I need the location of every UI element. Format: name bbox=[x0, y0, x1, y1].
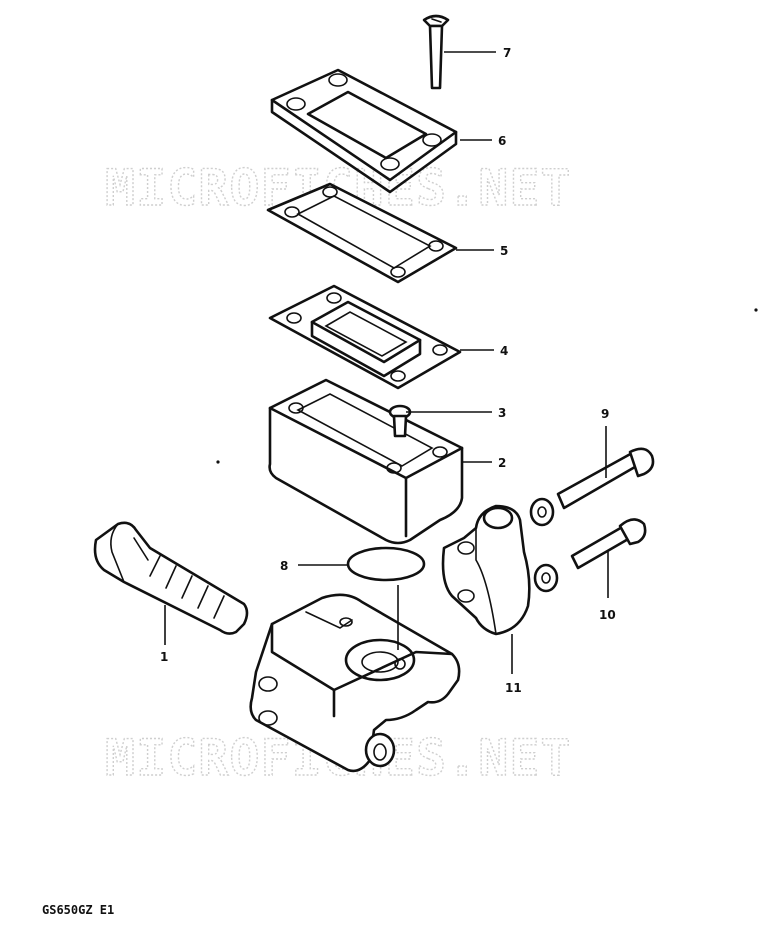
part-1-push-rod bbox=[93, 521, 249, 635]
part-6-cap-plate bbox=[270, 68, 458, 194]
stray-dot-2 bbox=[754, 308, 758, 312]
part-9-bolt bbox=[529, 447, 655, 527]
part-3-plug bbox=[388, 404, 412, 438]
part-2-reservoir bbox=[268, 378, 464, 545]
callout-11: 11 bbox=[505, 681, 522, 695]
callout-8: 8 bbox=[280, 559, 288, 573]
part-7-screw bbox=[422, 14, 450, 90]
part-5-gasket bbox=[266, 182, 458, 284]
part-8-o-ring bbox=[346, 546, 426, 582]
callout-9: 9 bbox=[601, 407, 609, 421]
callout-7: 7 bbox=[503, 46, 511, 60]
callout-2: 2 bbox=[498, 456, 506, 470]
stray-dot-1 bbox=[216, 460, 220, 464]
callout-5: 5 bbox=[500, 244, 508, 258]
callout-10: 10 bbox=[599, 608, 616, 622]
callout-1: 1 bbox=[160, 650, 168, 664]
callout-3: 3 bbox=[498, 406, 506, 420]
callout-4: 4 bbox=[500, 344, 508, 358]
part-4-diaphragm bbox=[268, 284, 462, 390]
drawing-code: GS650GZ E1 bbox=[42, 903, 114, 917]
callout-6: 6 bbox=[498, 134, 506, 148]
part-10-bolt bbox=[533, 518, 647, 593]
master-cylinder-body bbox=[249, 593, 461, 773]
part-11-clamp bbox=[441, 504, 531, 636]
